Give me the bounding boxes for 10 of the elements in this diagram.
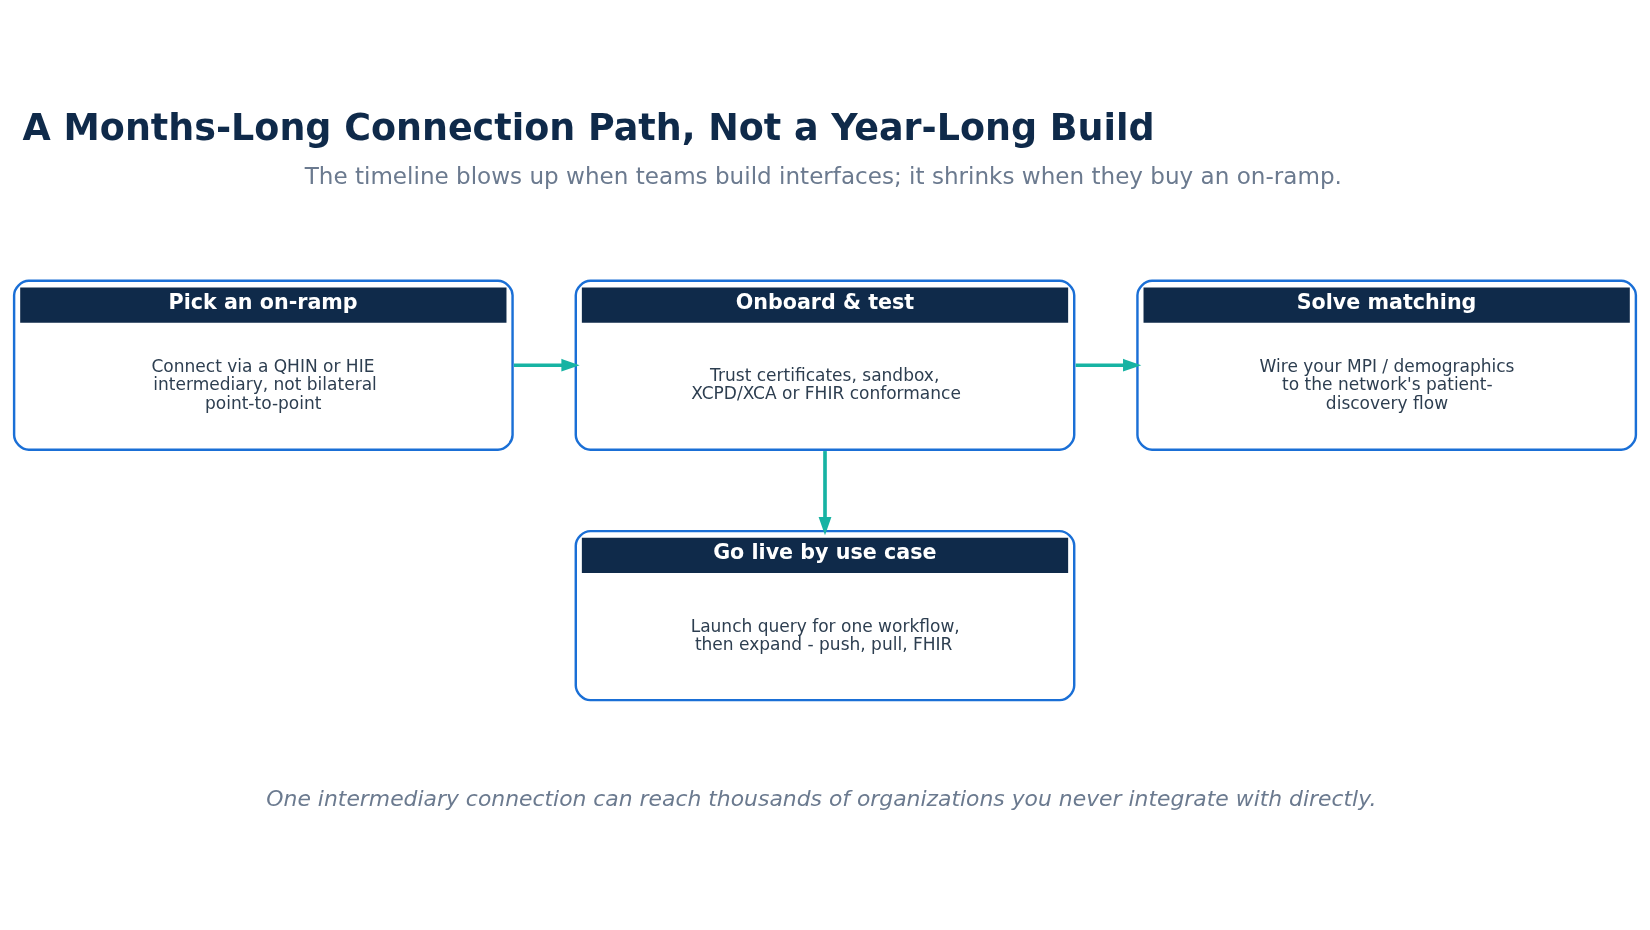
caption: One intermediary connection can reach thousands of organizations you never integrate with directly. (266, 785, 1377, 811)
node-box: Solve matching Wire your MPI / demographics to the network's patient-discovery flow (1136, 279, 1638, 451)
node-box: Go live by use case Launch query for one workflow, then expand - push, pull, FHIR (574, 529, 1076, 701)
label: The timeline blows up when teams build interfaces; it shrinks when they buy an on-ramp. (304, 162, 1342, 189)
node-box: Pick an on-ramp Connect via a QHIN or HIE intermediary, not bilateral point-to-point (12, 279, 514, 451)
arrow (514, 358, 580, 372)
arrow (818, 450, 832, 535)
arrow (1075, 358, 1142, 372)
diagram-title: A Months-Long Connection Path, Not a Year-Long Build (22, 105, 1155, 149)
node-box: Onboard & test Trust certificates, sandbox, XCPD/XCA or FHIR conformance (574, 279, 1076, 451)
